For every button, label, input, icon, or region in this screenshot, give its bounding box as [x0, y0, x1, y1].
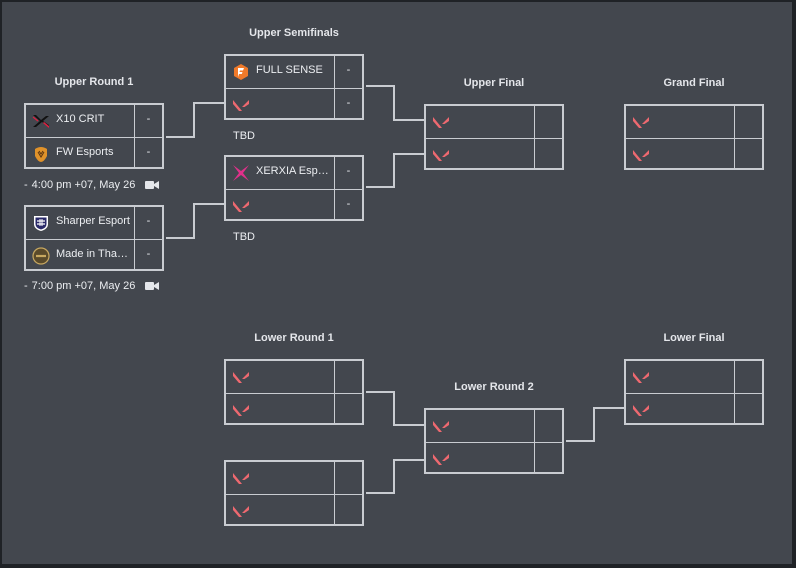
match-lower-round-1-1[interactable]	[224, 359, 364, 425]
team-name: Made in Thailand	[56, 248, 130, 260]
team-row[interactable]	[226, 361, 362, 394]
match-time: 4:00 pm +07, May 26	[31, 179, 136, 191]
video-camera-icon[interactable]	[145, 180, 160, 190]
team-row[interactable]	[426, 443, 562, 474]
valorant-icon	[233, 201, 249, 212]
made-in-thailand-logo-icon	[32, 247, 50, 265]
sharper-esport-logo-icon	[34, 216, 48, 231]
team-score: -	[346, 97, 351, 109]
valorant-icon	[233, 100, 249, 111]
match-status-tbd: TBD	[233, 231, 255, 243]
match-upper-final[interactable]	[424, 104, 564, 170]
valorant-icon	[633, 372, 649, 383]
team-row[interactable]	[226, 462, 362, 495]
video-camera-icon[interactable]	[145, 281, 160, 291]
team-score: -	[146, 248, 151, 260]
valorant-icon	[233, 405, 249, 416]
match-upper-round-1-1[interactable]: X10 CRIT - FW Esports -	[24, 103, 164, 169]
valorant-icon	[433, 150, 449, 161]
team-row[interactable]: -	[226, 89, 362, 120]
valorant-icon	[233, 372, 249, 383]
team-row[interactable]	[626, 361, 762, 394]
round-title-upper-round-1: Upper Round 1	[54, 76, 134, 88]
team-score: -	[346, 165, 351, 177]
match-lower-final[interactable]	[624, 359, 764, 425]
team-score: -	[146, 146, 151, 158]
round-title-upper-semifinals: Upper Semifinals	[249, 27, 339, 39]
team-row[interactable]: XERXIA Esports -	[226, 157, 362, 190]
team-score: -	[146, 215, 151, 227]
round-title-lower-final: Lower Final	[663, 332, 725, 344]
valorant-icon	[233, 473, 249, 484]
match-schedule: -7:00 pm +07, May 26	[24, 280, 160, 292]
match-upper-semifinal-2[interactable]: XERXIA Esports - -	[224, 155, 364, 221]
team-name: X10 CRIT	[56, 113, 105, 125]
team-row[interactable]	[426, 410, 562, 443]
full-sense-logo-icon	[234, 64, 248, 80]
team-row[interactable]	[226, 495, 362, 526]
team-row[interactable]	[626, 106, 762, 139]
xerxia-logo-icon	[233, 165, 249, 181]
team-row[interactable]	[426, 139, 562, 170]
team-name: Sharper Esport	[56, 215, 130, 227]
match-lower-round-1-2[interactable]	[224, 460, 364, 526]
team-row[interactable]: FW Esports -	[26, 138, 162, 169]
valorant-icon	[633, 405, 649, 416]
team-row[interactable]: FULL SENSE -	[226, 56, 362, 89]
round-title-upper-final: Upper Final	[463, 77, 525, 89]
team-score: -	[146, 113, 151, 125]
team-row[interactable]	[226, 394, 362, 425]
valorant-icon	[633, 117, 649, 128]
team-row[interactable]	[626, 394, 762, 425]
match-grand-final[interactable]	[624, 104, 764, 170]
match-upper-round-1-2[interactable]: Sharper Esport - Made in Thailand -	[24, 205, 164, 271]
valorant-icon	[433, 454, 449, 465]
team-row[interactable]: Sharper Esport -	[26, 207, 162, 240]
match-lower-round-2[interactable]	[424, 408, 564, 474]
team-row[interactable]: X10 CRIT -	[26, 105, 162, 138]
valorant-icon	[233, 506, 249, 517]
fw-esports-logo-icon	[35, 147, 47, 162]
match-upper-semifinal-1[interactable]: FULL SENSE - -	[224, 54, 364, 120]
team-name: FULL SENSE	[256, 64, 323, 76]
team-score: -	[346, 64, 351, 76]
team-name: XERXIA Esports	[256, 165, 330, 177]
round-title-lower-round-1: Lower Round 1	[254, 332, 334, 344]
valorant-icon	[633, 150, 649, 161]
match-status-tbd: TBD	[233, 130, 255, 142]
team-row[interactable]: Made in Thailand -	[26, 240, 162, 271]
team-score: -	[346, 198, 351, 210]
x10-crit-logo-icon	[32, 115, 49, 128]
round-title-grand-final: Grand Final	[663, 77, 725, 89]
valorant-icon	[433, 421, 449, 432]
team-row[interactable]	[626, 139, 762, 170]
valorant-icon	[433, 117, 449, 128]
team-name: FW Esports	[56, 146, 114, 158]
match-time: 7:00 pm +07, May 26	[31, 280, 136, 292]
match-schedule: -4:00 pm +07, May 26	[24, 179, 160, 191]
team-row[interactable]: -	[226, 190, 362, 221]
team-row[interactable]	[426, 106, 562, 139]
round-title-lower-round-2: Lower Round 2	[454, 381, 534, 393]
